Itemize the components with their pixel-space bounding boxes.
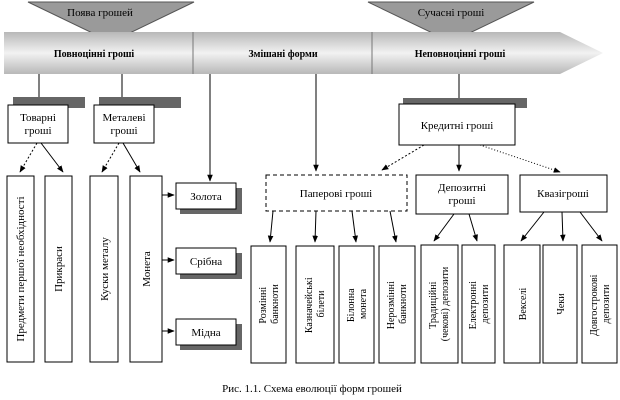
- leaf-cheque-deposits-line2: (чекові) депозити: [440, 266, 451, 341]
- metal-gold-box: Золота: [175, 182, 242, 214]
- leaf-cheques: Чеки: [542, 244, 578, 364]
- paper-money-box: Паперові гроші: [265, 174, 408, 212]
- leaf-bills: Векселі: [503, 244, 541, 364]
- commodity-money-line2: гроші: [24, 125, 51, 137]
- svg-text:Білонна монета: Білонна монета: [346, 286, 369, 322]
- leaf-term-deposits-line1: Довгострокові: [589, 274, 600, 336]
- leaf-small-notes: Розмінні банкноти: [250, 245, 287, 364]
- leaf-term-deposits: Довгострокові депозити: [581, 244, 618, 364]
- leaf-necessities-label: Предмети першої необхідності: [15, 196, 27, 341]
- leaf-cheques-label: Чеки: [556, 293, 567, 315]
- svg-text:Довгострокові депозити: Довгострокові депозити: [589, 272, 612, 336]
- leaf-jewelry-label: Прикраси: [53, 246, 65, 292]
- band-mixed: Змішані форми: [248, 49, 317, 60]
- svg-text:Традиційні (чекові) депо: Традиційні (чекові) депозити: [428, 266, 451, 341]
- quasi-money-label: Квазігроші: [537, 188, 589, 200]
- leaf-coin-label: Монета: [141, 251, 153, 287]
- leaf-token-notes: Нерозмінні банкноти: [378, 245, 416, 364]
- svg-text:Казначейські білети: Казначейські білети: [304, 275, 327, 333]
- leaf-small-notes-line1: Розмінні: [258, 287, 269, 324]
- leaf-bills-label: Векселі: [518, 288, 529, 321]
- commodity-money-box: Товарні гроші: [7, 97, 85, 144]
- leaf-necessities: Предмети першої необхідності: [6, 175, 35, 363]
- metal-silver-label: Срібна: [190, 256, 222, 268]
- deposit-money-line2: гроші: [448, 195, 475, 207]
- modern-triangle: Сучасні гроші: [367, 1, 535, 43]
- credit-money-label: Кредитні гроші: [421, 120, 494, 132]
- leaf-token-notes-line1: Нерозмінні: [386, 281, 397, 329]
- leaf-billon-line2: монета: [358, 288, 369, 319]
- commodity-money-line1: Товарні: [20, 112, 56, 124]
- leaf-e-deposits: Електронні депозити: [461, 244, 496, 364]
- paper-money-label: Паперові гроші: [300, 188, 373, 200]
- metal-money-line2: гроші: [110, 125, 137, 137]
- leaf-e-deposits-line1: Електронні: [468, 281, 479, 329]
- leaf-billon-line1: Білонна: [346, 288, 357, 322]
- modern-label: Сучасні гроші: [418, 7, 485, 19]
- metal-money-box: Металеві гроші: [93, 97, 181, 144]
- connectors: [19, 74, 603, 334]
- leaf-treasury-notes: Казначейські білети: [295, 245, 335, 364]
- leaf-metal-pieces: Куски металу: [89, 175, 119, 363]
- leaf-billon: Білонна монета: [338, 245, 375, 364]
- evolution-band: Повноцінні гроші Змішані форми Неповноці…: [4, 32, 603, 74]
- deposit-money-line1: Депозитні: [438, 182, 486, 194]
- origin-label: Поява грошей: [67, 7, 133, 19]
- metal-copper-box: Мідна: [175, 318, 242, 350]
- leaf-treasury-notes-line2: білети: [316, 290, 327, 318]
- leaf-token-notes-line2: банкноти: [398, 284, 409, 324]
- metal-silver-box: Срібна: [175, 247, 242, 279]
- leaf-metal-pieces-label: Куски металу: [99, 237, 111, 301]
- metal-money-line1: Металеві: [102, 112, 145, 124]
- origin-triangle: Поява грошей: [27, 1, 195, 43]
- metal-gold-label: Золота: [190, 191, 222, 203]
- quasi-money-box: Квазігроші: [519, 174, 608, 213]
- leaf-cheque-deposits: Традиційні (чекові) депозити: [420, 244, 459, 364]
- leaf-treasury-notes-line1: Казначейські: [304, 277, 315, 333]
- credit-money-box: Кредитні гроші: [398, 98, 527, 146]
- leaf-small-notes-line2: банкноти: [270, 284, 281, 324]
- deposit-money-box: Депозитні гроші: [415, 174, 509, 215]
- leaf-e-deposits-line2: депозити: [480, 284, 491, 324]
- leaf-coin: Монета: [129, 175, 163, 363]
- figure-caption: Рис. 1.1. Схема еволюції форм грошей: [222, 383, 402, 395]
- svg-text:Електронні депозити: Електронні депозити: [468, 279, 491, 330]
- leaf-jewelry: Прикраси: [44, 175, 73, 363]
- metal-copper-label: Мідна: [191, 327, 220, 339]
- band-full-value: Повноцінні гроші: [54, 49, 135, 60]
- leaf-term-deposits-line2: депозити: [601, 284, 612, 324]
- svg-text:Нерозмінні банкноти: Нерозмінні банкноти: [386, 279, 409, 330]
- svg-text:Розмінні банкноти: Розмінні банкноти: [258, 284, 281, 324]
- band-token: Неповноцінні гроші: [415, 49, 506, 60]
- leaf-cheque-deposits-line1: Традиційні: [428, 281, 439, 328]
